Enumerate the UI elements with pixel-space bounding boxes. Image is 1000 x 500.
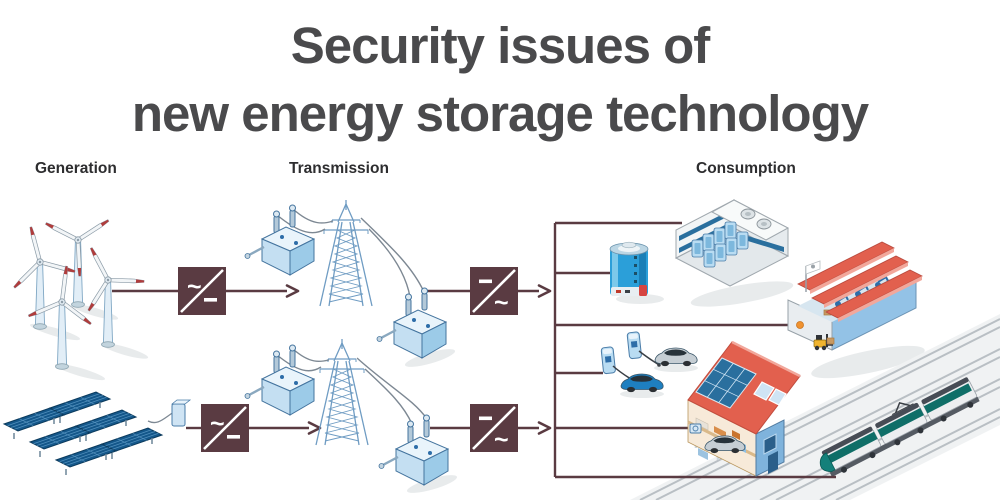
transformer-icon xyxy=(243,343,316,417)
factory-grid-node xyxy=(796,321,804,329)
power-flow-lines xyxy=(112,221,836,479)
ac-dc-converter-icon: ~ xyxy=(176,265,228,317)
forklift-icon xyxy=(813,334,835,351)
solar-panel-icon xyxy=(3,391,192,476)
transmission-row-upper xyxy=(243,199,448,360)
pv-inverter-box xyxy=(170,399,192,427)
electric-train-icon xyxy=(819,377,980,477)
data-center-icon xyxy=(674,199,790,287)
dc-ac-converter-icon: ~ xyxy=(468,265,520,317)
dc-symbol xyxy=(204,298,217,302)
pv-collector-wire xyxy=(147,411,175,424)
ac-symbol: ~ xyxy=(187,273,202,301)
section-label-generation: Generation xyxy=(35,160,117,177)
transformer-icon xyxy=(375,286,448,360)
overhead-wires xyxy=(276,348,428,425)
heat-pump-unit xyxy=(689,423,702,434)
ac-symbol: ~ xyxy=(494,289,509,317)
wind-turbine-icon xyxy=(10,194,147,370)
ac-symbol: ~ xyxy=(210,410,225,438)
page-title: Security issues of new energy storage te… xyxy=(0,12,1000,149)
transformer-icon xyxy=(377,413,450,487)
dc-symbol xyxy=(479,279,492,284)
transformer-icon xyxy=(243,203,316,277)
dc-ac-converter-icon: ~ xyxy=(468,402,520,454)
smart-home-icon xyxy=(687,340,801,477)
transmission-tower-icon xyxy=(315,338,369,446)
ac-dc-converter-icon: ~ xyxy=(199,402,251,454)
transmission-tower-icon xyxy=(319,199,373,307)
dc-symbol xyxy=(479,416,492,421)
section-label-transmission: Transmission xyxy=(289,160,389,177)
title-line-1: Security issues of xyxy=(290,17,711,74)
overhead-wires xyxy=(276,208,425,298)
factory-icon xyxy=(787,241,923,351)
rooftop-pv xyxy=(695,357,757,409)
flow-arrow-icon xyxy=(285,284,552,435)
battery-storage-icon xyxy=(609,241,649,296)
electric-car-icon xyxy=(654,347,698,367)
title-line-2: new energy storage technology xyxy=(131,85,869,143)
dc-symbol xyxy=(227,435,240,439)
section-label-consumption: Consumption xyxy=(696,160,796,177)
ac-symbol: ~ xyxy=(494,426,509,454)
ev-charger-icon xyxy=(600,331,661,383)
transmission-row-lower xyxy=(243,338,450,487)
